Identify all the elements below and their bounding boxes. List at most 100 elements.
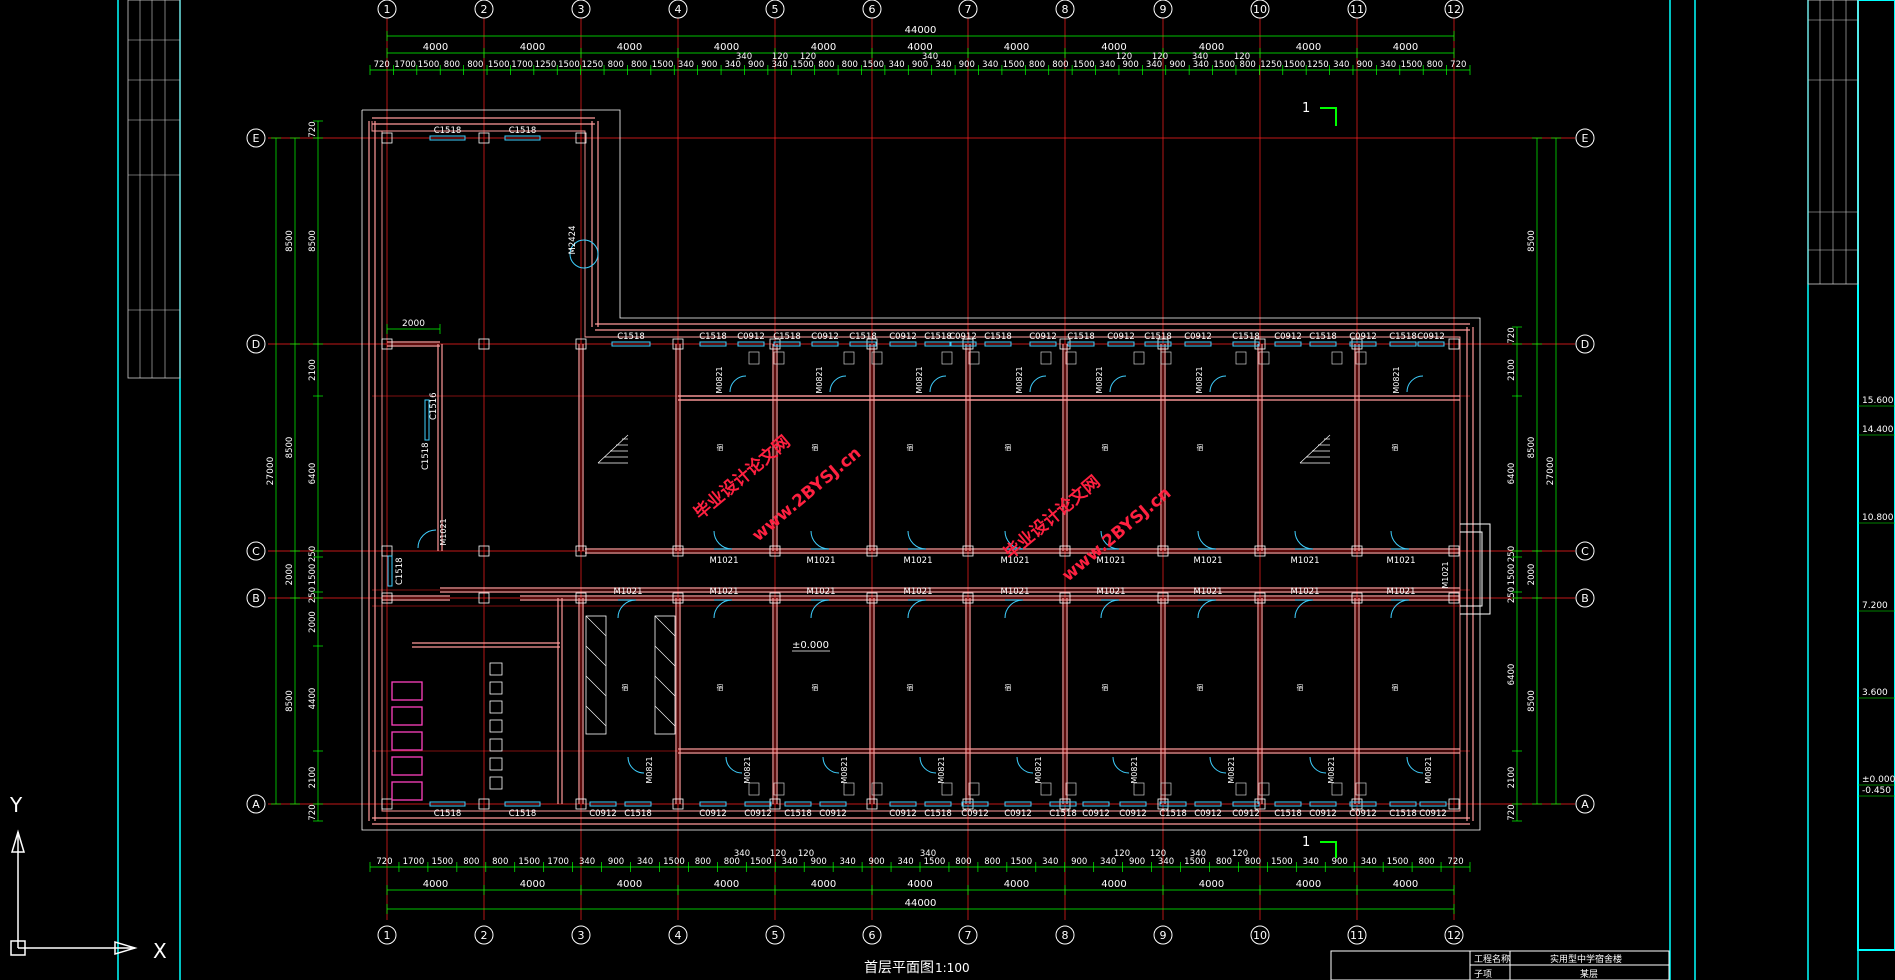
door-swing (729, 375, 747, 393)
window-label: C1518 (924, 809, 952, 819)
door-label: M1021 (710, 556, 739, 566)
axis-bubble-label: 3 (578, 929, 585, 942)
column (866, 545, 878, 557)
axis-bubble (474, 0, 494, 19)
axis-bubble (1444, 925, 1464, 945)
axis-bubble (958, 925, 978, 945)
door-swing (907, 530, 927, 550)
door-swing (810, 530, 830, 550)
door-swing (1109, 375, 1127, 393)
room-tag: 宿 (812, 683, 819, 692)
room-tag: 宿 (622, 683, 629, 692)
door-swing (1016, 756, 1034, 774)
axis-bubble (246, 794, 266, 814)
axis-bubble (1347, 925, 1367, 945)
dimension-text-small: 120 (772, 52, 788, 62)
room-tag: 宿 (907, 683, 914, 692)
column (962, 338, 974, 350)
door-swing (417, 529, 437, 549)
axis-bubble-label: B (252, 592, 260, 605)
column (672, 338, 684, 350)
title-block-label-1: 工程名称 (1474, 953, 1510, 965)
dimension-text: 800 (1240, 60, 1256, 70)
dimension-text: 340 (771, 60, 787, 70)
dimension-text: 720 (1507, 804, 1517, 820)
door-label: M0821 (1034, 756, 1043, 783)
door-swing (1390, 599, 1410, 619)
column (575, 798, 587, 810)
door-swing (1029, 375, 1047, 393)
dimension-text: 800 (444, 60, 460, 70)
dimension-text: 4000 (714, 42, 739, 53)
dimension-text: 1500 (1401, 60, 1423, 70)
dimension-text: 27000 (1546, 456, 1556, 485)
window-label: C1518 (1389, 332, 1417, 342)
column (1448, 545, 1460, 557)
window-label: C1518 (1067, 332, 1095, 342)
dimension-text: 4000 (617, 879, 642, 890)
toilet-fixture (1133, 351, 1145, 365)
side-elevation-label: -0.450 (1862, 786, 1891, 796)
toilet-fixture (1160, 351, 1172, 365)
section-mark-line (1320, 841, 1337, 858)
window (1309, 341, 1337, 347)
dimension-text: 4000 (1004, 42, 1029, 53)
toilet-fixture (1160, 782, 1172, 796)
dimension-text: 900 (959, 60, 975, 70)
window (819, 801, 847, 807)
window-label: C1516 (429, 392, 439, 420)
dimension-text: 900 (608, 857, 624, 867)
window-label: C0912 (699, 809, 727, 819)
axis-bubble (246, 128, 266, 148)
window (699, 801, 727, 807)
dimension-text: 8500 (1527, 690, 1537, 712)
door-swing (1004, 530, 1024, 550)
axis-bubble (1153, 925, 1173, 945)
dimension-text-small: 120 (1234, 52, 1250, 62)
toilet-fixture (748, 782, 760, 796)
toilet-fixture (1040, 782, 1052, 796)
title-block-value-1: 实用型中学宿舍楼 (1550, 953, 1622, 965)
dimension-text: 900 (912, 60, 928, 70)
dimension-text: 4000 (1199, 42, 1224, 53)
counter-mark (585, 645, 607, 667)
door-label: M0821 (1015, 366, 1024, 393)
window (1082, 801, 1110, 807)
door-label: M1021 (1097, 587, 1126, 597)
dimension-text: 800 (695, 857, 711, 867)
dimension-text: 250 (1507, 587, 1517, 603)
counter-mark (654, 615, 676, 637)
dimension-text: 2000 (285, 564, 295, 586)
dimension-text: 800 (1029, 60, 1045, 70)
axis-bubble (668, 0, 688, 19)
window (429, 801, 466, 807)
door-swing (1294, 599, 1314, 619)
dimension-text: 340 (1042, 857, 1058, 867)
window (773, 341, 801, 347)
axis-bubble-label: 1 (384, 929, 391, 942)
column (1351, 592, 1363, 604)
door-swing (907, 599, 927, 619)
dimension-text: 900 (1129, 857, 1145, 867)
toilet-fixture (871, 782, 883, 796)
dimension-text: 1500 (924, 857, 946, 867)
dimension-text: 800 (1418, 857, 1434, 867)
column (1254, 592, 1266, 604)
shower-cell (489, 681, 503, 695)
room-tag: 宿 (1197, 443, 1204, 452)
window-label: C0912 (1119, 809, 1147, 819)
dimension-text: 4000 (1101, 42, 1126, 53)
door-swing (919, 756, 937, 774)
window (924, 341, 952, 347)
dimension-text: 1500 (1284, 60, 1306, 70)
column (1157, 545, 1169, 557)
dimension-text: 1500 (862, 60, 884, 70)
door-swing (1294, 530, 1314, 550)
window (504, 801, 541, 807)
dimension-text: 900 (811, 857, 827, 867)
toilet-fixture (1065, 782, 1077, 796)
window-label: C0912 (819, 809, 847, 819)
dimension-text: 6400 (308, 463, 318, 485)
ucs-x-label: X (153, 939, 167, 963)
